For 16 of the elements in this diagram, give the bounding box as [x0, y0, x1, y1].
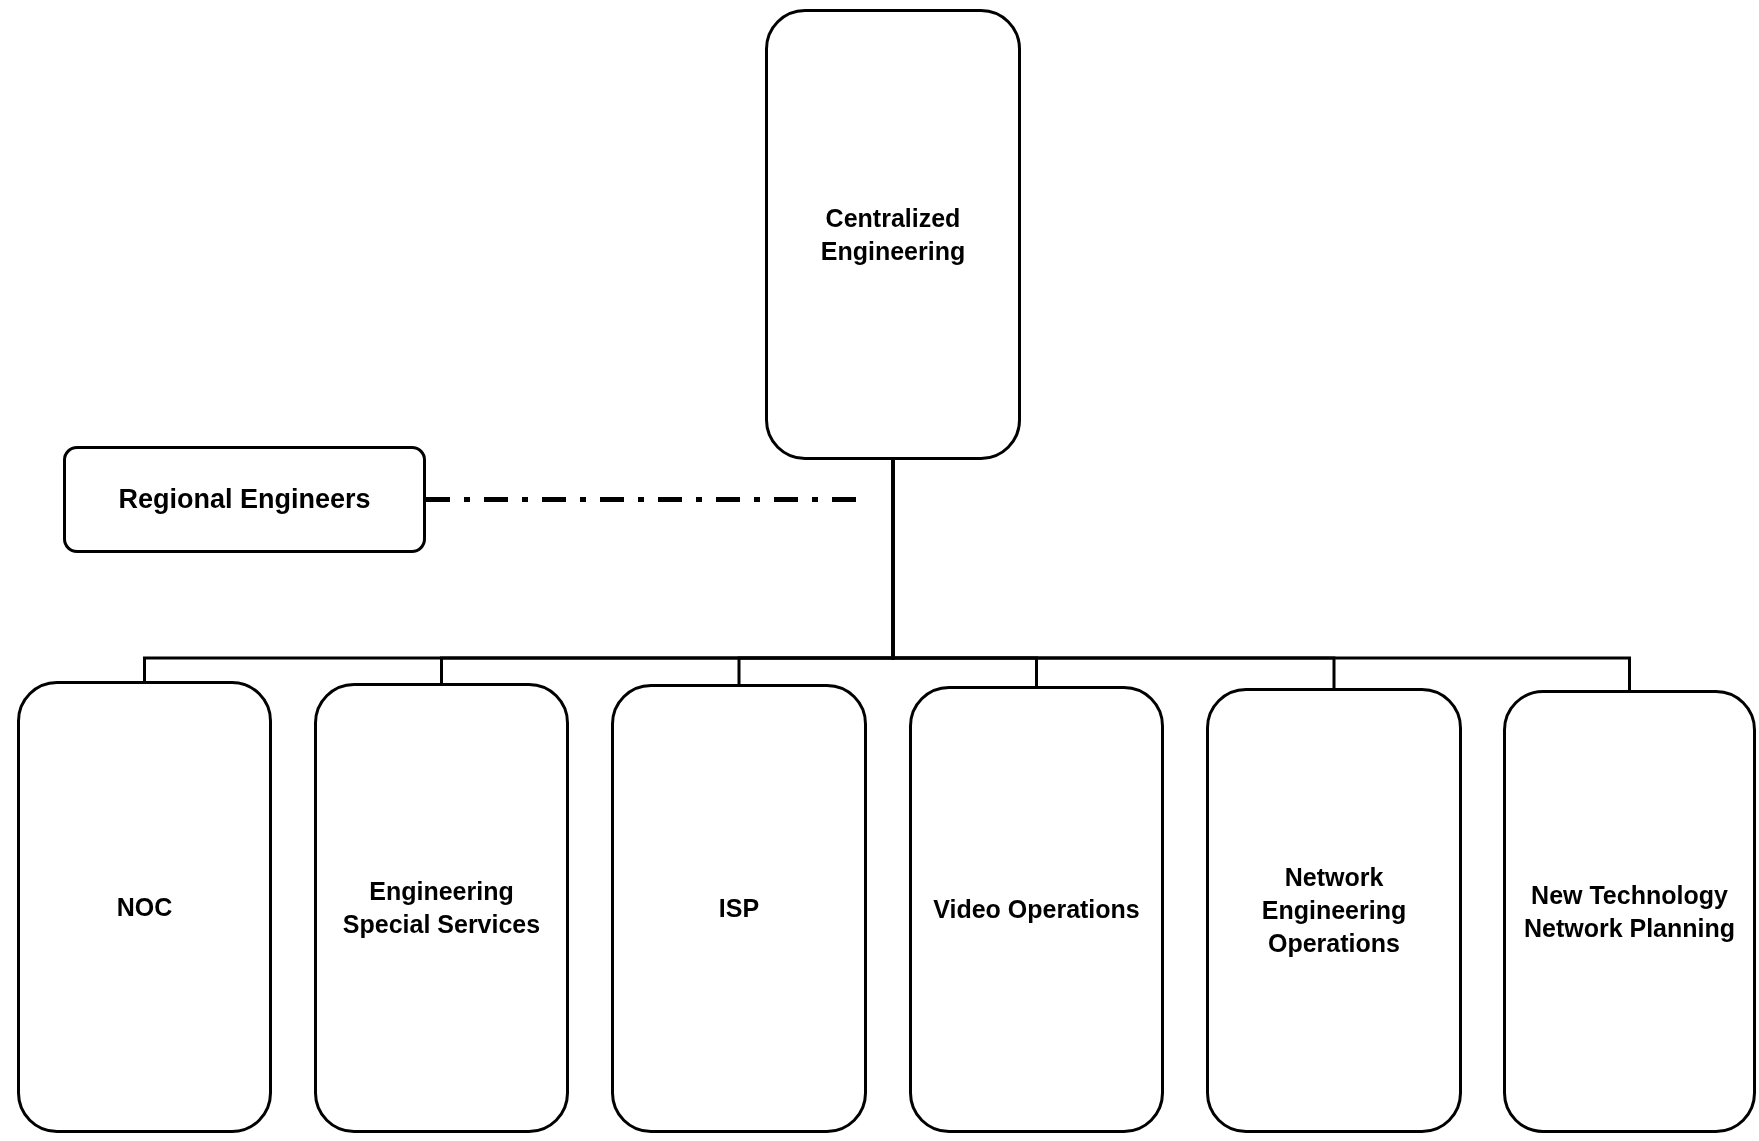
- department-box: [909, 686, 1164, 1133]
- box-label: Engineering Special Services: [341, 876, 542, 940]
- box-label: NOC: [116, 891, 173, 923]
- box-label: Centralized Engineering: [819, 202, 967, 267]
- box-label: Network Engineering Operations: [1260, 862, 1408, 959]
- department-box: [1206, 688, 1462, 1133]
- box-label: Regional Engineers: [118, 483, 371, 516]
- department-box: [765, 9, 1021, 460]
- box-label: Video Operations: [933, 894, 1140, 925]
- box-label: New Technology Network Planning: [1522, 879, 1737, 944]
- department-box: [314, 683, 569, 1133]
- department-box: [17, 681, 272, 1133]
- box-label: ISP: [718, 893, 760, 924]
- department-box: [611, 684, 867, 1133]
- role-box: [63, 446, 426, 553]
- department-box: [1503, 690, 1756, 1133]
